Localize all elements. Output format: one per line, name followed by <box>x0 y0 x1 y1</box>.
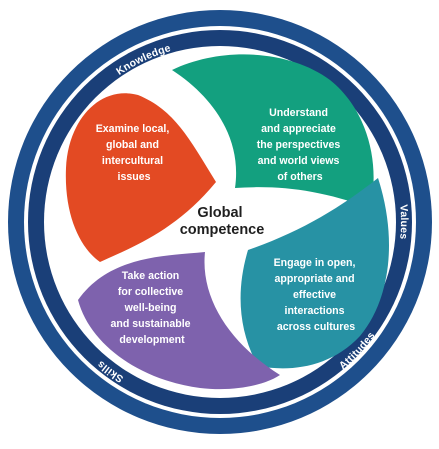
petal-engage-line: across cultures <box>277 321 355 333</box>
petal-action-text: Take action for collective well-being an… <box>110 270 193 346</box>
petal-understand-line: of others <box>277 171 322 183</box>
petal-examine-line: Examine local, <box>96 123 170 135</box>
petal-examine-text: Examine local, global and intercultural … <box>96 123 173 183</box>
petal-understand-text: Understand and appreciate the perspectiv… <box>257 107 344 183</box>
petal-examine <box>65 93 217 262</box>
petal-understand <box>172 54 374 208</box>
petal-understand-line: Understand <box>269 107 328 119</box>
center-title-line: Global <box>197 205 242 221</box>
petal-engage-line: appropriate and <box>274 273 354 285</box>
petal-action <box>78 252 280 390</box>
petal-engage-line: Engage in open, <box>274 257 356 269</box>
petal-action-line: development <box>119 334 185 346</box>
petal-examine-line: issues <box>118 171 151 183</box>
petal-action-line: for collective <box>118 286 183 298</box>
ring-label-values: Values <box>397 204 410 240</box>
petal-understand-line: and appreciate <box>261 123 336 135</box>
petal-action-line: and sustainable <box>110 318 190 330</box>
petal-action-line: well-being <box>124 302 177 314</box>
petal-understand-line: the perspectives <box>257 139 341 151</box>
petal-engage-line: effective <box>293 289 336 301</box>
petal-action-line: Take action <box>122 270 180 282</box>
petal-engage <box>240 178 390 369</box>
center-title-line: competence <box>180 222 265 238</box>
petal-engage-text: Engage in open, appropriate and effectiv… <box>274 257 359 333</box>
petal-understand-line: and world views <box>258 155 340 167</box>
petal-engage-line: interactions <box>285 305 345 317</box>
center-title: Global competence <box>180 205 265 238</box>
petal-examine-line: global and <box>106 139 159 151</box>
petal-examine-line: intercultural <box>102 155 163 167</box>
